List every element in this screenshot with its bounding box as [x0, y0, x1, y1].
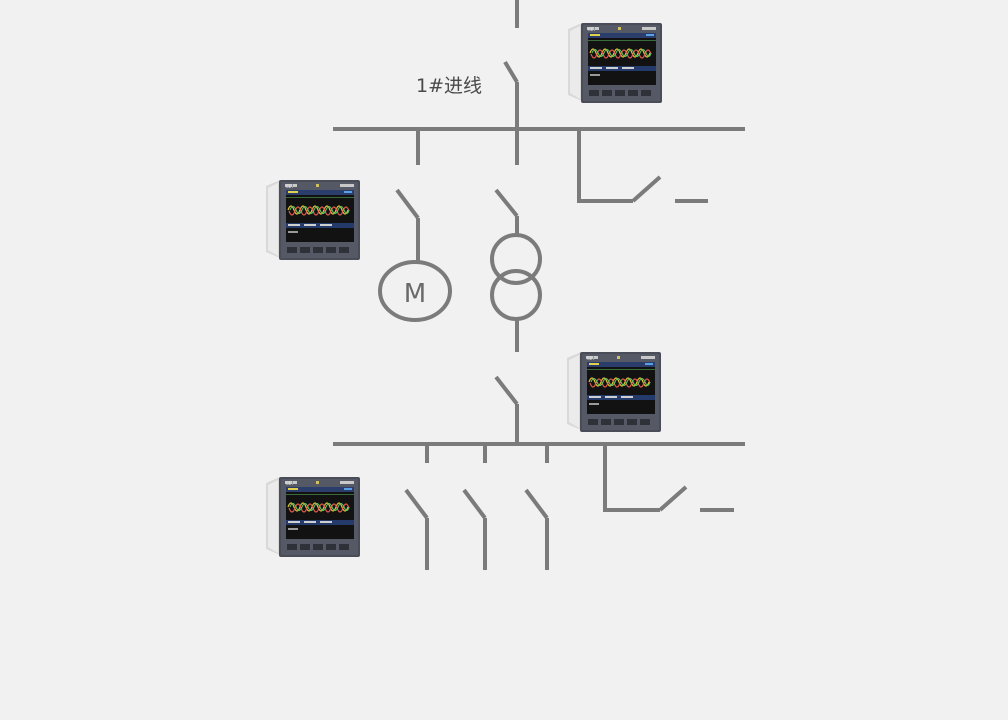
- lower-ground-switch-blade: [658, 485, 688, 512]
- incoming-switch-blade: [503, 60, 519, 84]
- upper-ground-branch: [577, 129, 633, 203]
- power-quality-meter-icon[interactable]: CET: [566, 351, 662, 433]
- transformer-secondary-winding: [490, 269, 542, 321]
- meter-brand: CET: [587, 356, 595, 361]
- power-quality-meter-icon[interactable]: CET: [265, 179, 361, 261]
- feeder-1-switch-blade: [404, 488, 429, 520]
- meter-brand: CET: [588, 27, 596, 32]
- transformer-hv-breaker-mark: [511, 174, 523, 186]
- feeder-1-breaker-mark: [421, 472, 433, 484]
- meter-brand: CET: [286, 481, 294, 486]
- transformer-lv-switch-blade: [494, 375, 519, 406]
- feeder-3-breaker-mark: [541, 472, 553, 484]
- motor-breaker-mark: [412, 174, 424, 186]
- motor-switch-blade: [395, 188, 420, 220]
- incoming-label: 1#进线: [416, 75, 482, 97]
- power-quality-meter-icon[interactable]: CET: [567, 22, 663, 104]
- feeder-2-breaker-mark: [479, 472, 491, 484]
- upper-ground-switch-blade: [631, 175, 662, 203]
- feeder-2-switch-blade: [462, 488, 487, 520]
- motor-circle: [378, 260, 452, 322]
- feeder-3-switch-blade: [524, 488, 549, 520]
- lower-ground-branch: [603, 444, 660, 512]
- incoming-breaker-mark: [511, 41, 523, 53]
- power-quality-meter-icon[interactable]: CET: [265, 476, 361, 558]
- transformer-lv-breaker-mark: [511, 361, 523, 373]
- meter-brand: CET: [286, 184, 294, 189]
- transformer-primary-winding: [490, 233, 542, 285]
- motor-symbol: M: [404, 279, 426, 309]
- transformer-hv-switch-blade: [494, 188, 519, 218]
